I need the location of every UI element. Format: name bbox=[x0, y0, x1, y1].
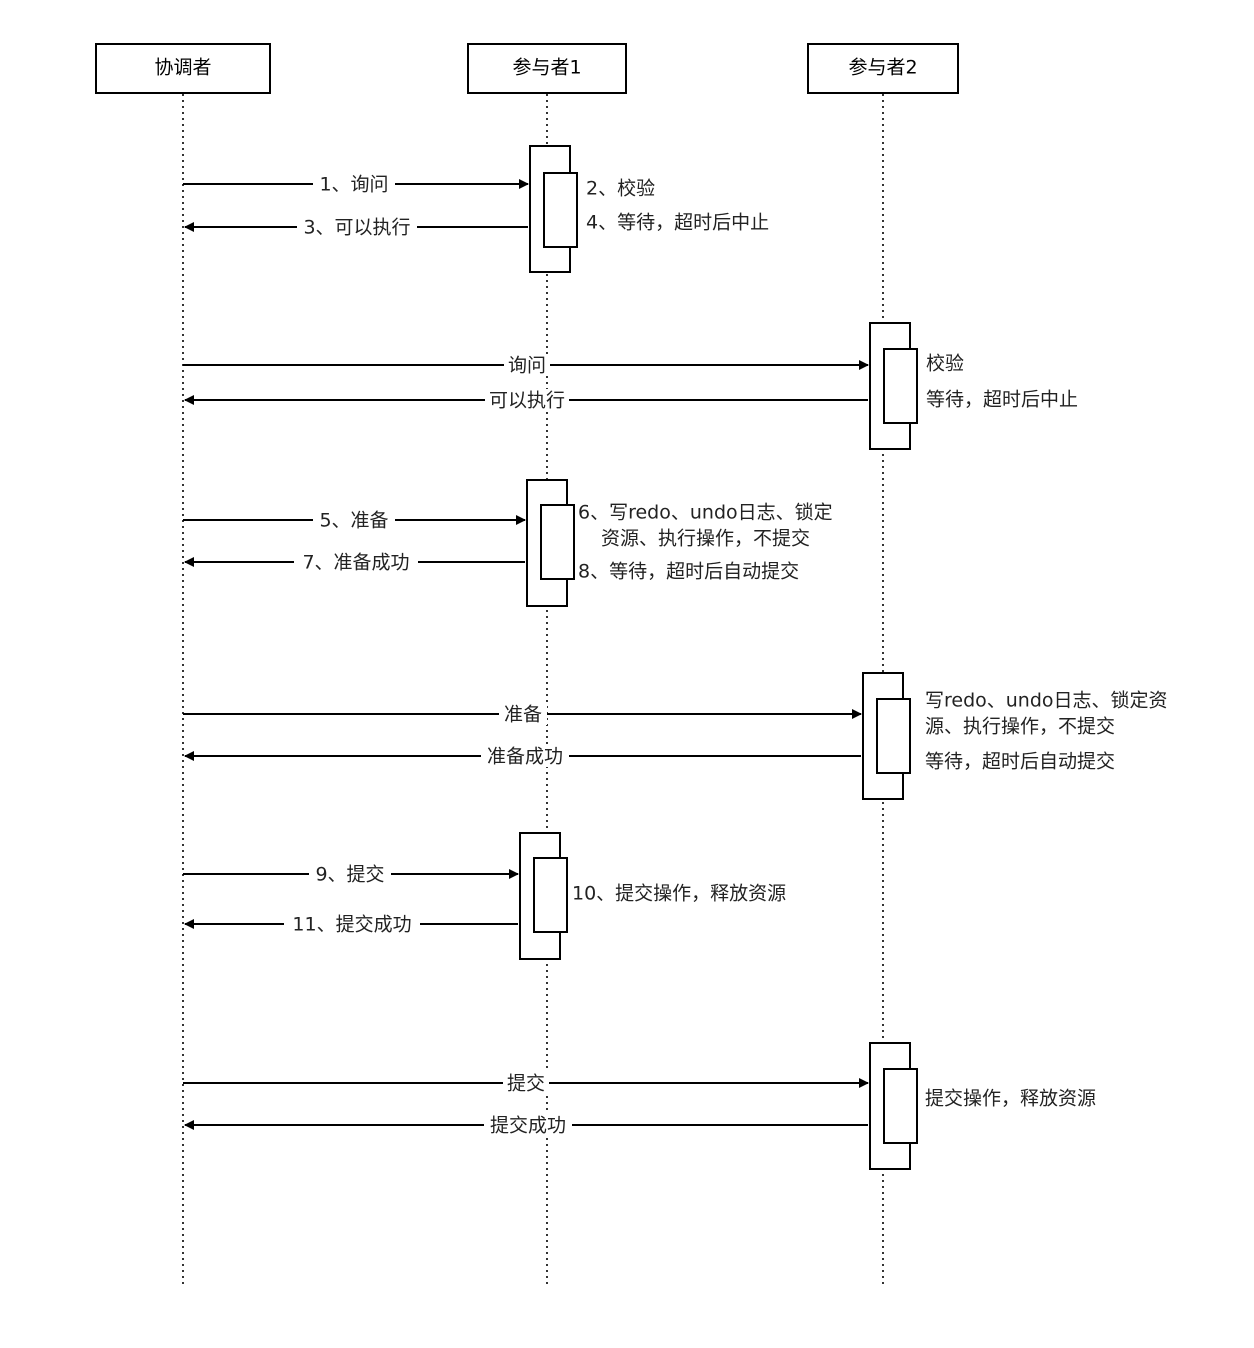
message-commit-success-p2: 提交成功 bbox=[184, 1114, 868, 1137]
message-9-commit: 9、提交 bbox=[183, 863, 519, 886]
note-write-log-p2-line2: 源、执行操作，不提交 bbox=[925, 716, 1115, 738]
activation-p2-commit-inner bbox=[883, 1068, 918, 1144]
note-wait-p2: 等待，超时后中止 bbox=[926, 389, 1078, 411]
activation-p2-query-inner bbox=[883, 348, 918, 424]
message-prepare-success-p2-label: 准备成功 bbox=[487, 746, 563, 768]
note-commit-release-p2: 提交操作，释放资源 bbox=[925, 1088, 1096, 1110]
activation-p1-query-inner bbox=[543, 172, 578, 248]
message-7-prepare-success: 7、准备成功 bbox=[184, 551, 525, 574]
actor-participant-2-label: 参与者2 bbox=[848, 57, 917, 79]
note-write-log-p2-line1: 写redo、undo日志、锁定资 bbox=[925, 690, 1168, 712]
activation-p1-prepare-inner bbox=[540, 504, 575, 580]
note-8-wait-commit: 8、等待，超时后自动提交 bbox=[578, 561, 799, 583]
message-can-execute-p2: 可以执行 bbox=[184, 389, 868, 412]
message-11-label: 11、提交成功 bbox=[292, 914, 411, 936]
message-prepare-p2: 准备 bbox=[183, 703, 862, 726]
actor-participant-1: 参与者1 bbox=[467, 43, 627, 94]
message-prepare-p2-label: 准备 bbox=[504, 704, 542, 726]
actor-participant-1-label: 参与者1 bbox=[512, 57, 581, 79]
message-commit-p2-label: 提交 bbox=[507, 1073, 545, 1095]
message-5-prepare: 5、准备 bbox=[183, 509, 526, 532]
note-4-wait: 4、等待，超时后中止 bbox=[586, 212, 769, 234]
message-1-query: 1、询问 bbox=[183, 173, 529, 196]
note-verify-p2: 校验 bbox=[926, 353, 964, 375]
activation-p2-prepare-inner bbox=[876, 698, 911, 774]
message-commit-p2: 提交 bbox=[183, 1072, 869, 1095]
message-can-execute-p2-label: 可以执行 bbox=[489, 390, 565, 412]
message-7-label: 7、准备成功 bbox=[302, 552, 409, 574]
message-3-can-execute: 3、可以执行 bbox=[184, 216, 528, 239]
message-9-label: 9、提交 bbox=[315, 864, 384, 886]
actor-coordinator-label: 协调者 bbox=[154, 57, 211, 79]
note-6-write-log-line1: 6、写redo、undo日志、锁定 bbox=[578, 502, 833, 524]
note-6-write-log-line2: 资源、执行操作，不提交 bbox=[601, 528, 810, 550]
activation-p1-commit-inner bbox=[533, 857, 568, 933]
message-query-p2-label: 询问 bbox=[508, 355, 546, 377]
message-11-commit-success: 11、提交成功 bbox=[184, 913, 518, 936]
actor-coordinator: 协调者 bbox=[95, 43, 271, 94]
message-1-label: 1、询问 bbox=[319, 174, 388, 196]
message-5-label: 5、准备 bbox=[319, 510, 388, 532]
note-wait-commit-p2: 等待，超时后自动提交 bbox=[925, 751, 1115, 773]
message-3-label: 3、可以执行 bbox=[303, 217, 410, 239]
message-query-p2: 询问 bbox=[183, 354, 869, 377]
actor-participant-2: 参与者2 bbox=[807, 43, 959, 94]
note-2-verify: 2、校验 bbox=[586, 178, 655, 200]
note-10-commit-release: 10、提交操作，释放资源 bbox=[572, 883, 786, 905]
message-commit-success-p2-label: 提交成功 bbox=[490, 1115, 566, 1137]
message-prepare-success-p2: 准备成功 bbox=[184, 745, 861, 768]
